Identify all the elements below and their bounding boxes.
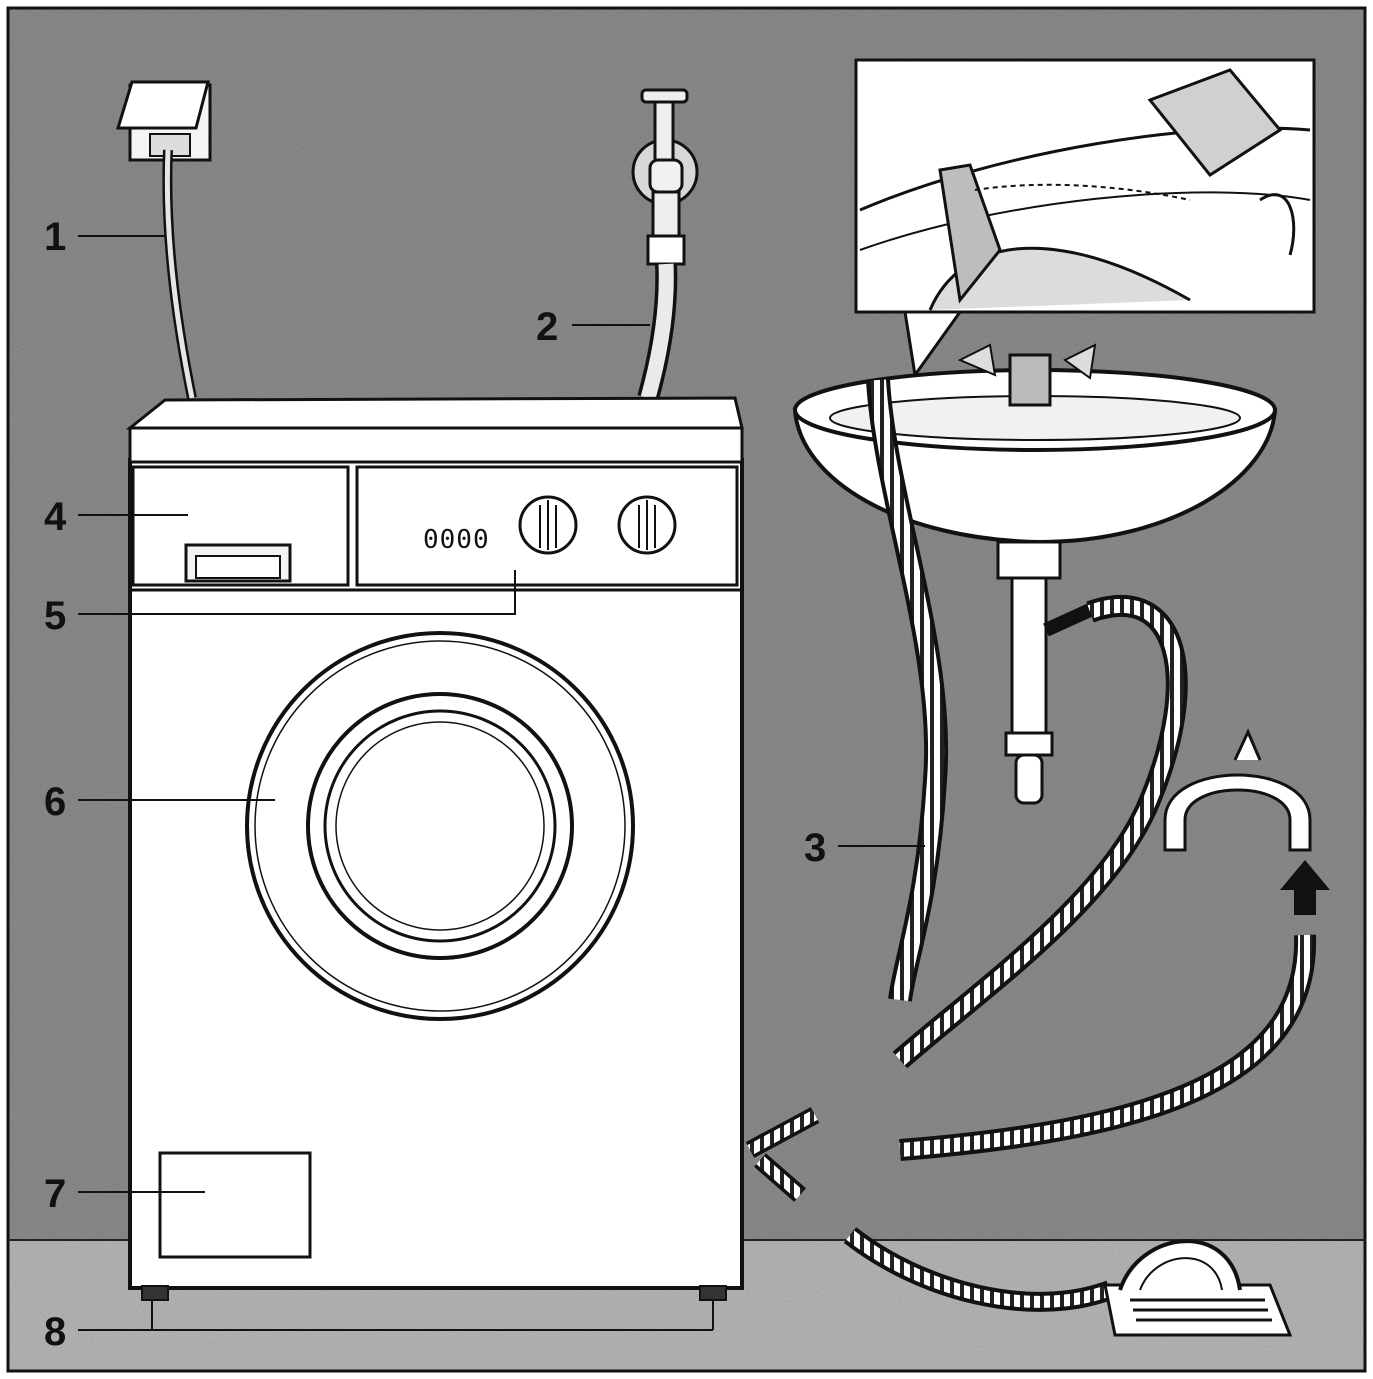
program-knob-right [617, 495, 677, 555]
service-flap [158, 1151, 312, 1259]
callout-5: 5 [44, 594, 66, 638]
machine-top-front [128, 426, 744, 464]
callout-6: 6 [44, 780, 66, 824]
frame-border [6, 6, 1367, 1373]
callout-leaders [78, 235, 925, 1331]
washing-machine: 0000 [125, 396, 744, 1330]
callout-8: 8 [44, 1310, 66, 1354]
callout-4: 4 [44, 495, 67, 539]
panel-display: 0000 [423, 525, 490, 555]
hose-bend-bracket [1163, 728, 1312, 852]
adjustable-feet [141, 1285, 727, 1330]
callout-2: 2 [536, 305, 558, 349]
sink [792, 343, 1278, 805]
inset-hose-hook-detail [854, 58, 1316, 379]
up-arrow-icon [1280, 860, 1330, 915]
floor-drain [843, 1227, 1293, 1337]
door [245, 631, 635, 1021]
machine-top [125, 396, 744, 430]
callout-3: 3 [804, 826, 826, 870]
callout-7: 7 [44, 1172, 66, 1216]
callout-labels: 1 2 3 4 5 6 7 8 [44, 215, 826, 1354]
wall-socket [115, 80, 212, 162]
water-tap [631, 88, 699, 266]
sink-faucet [957, 343, 1097, 407]
program-knob-left [518, 495, 578, 555]
sink-drain-pipe [996, 540, 1093, 805]
hose-ends [745, 1107, 820, 1202]
callout-1: 1 [44, 215, 66, 259]
